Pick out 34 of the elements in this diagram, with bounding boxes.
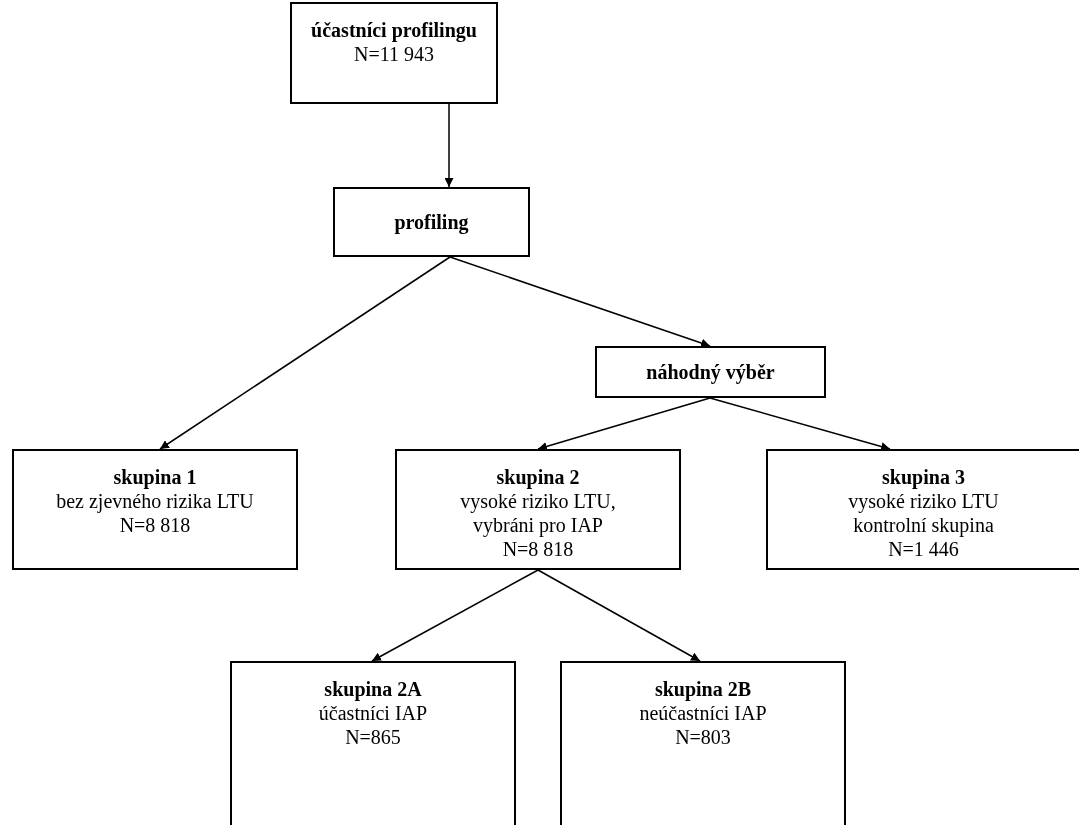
process-box xyxy=(333,187,530,257)
arrow xyxy=(537,569,701,662)
count-text: N=1 446 xyxy=(888,537,959,561)
arrow xyxy=(159,256,451,450)
arrow xyxy=(709,397,891,451)
process-box xyxy=(230,661,516,825)
group-title: skupina 1 xyxy=(113,465,197,489)
arrow xyxy=(444,103,454,188)
description-text: vysoké riziko LTU kontrolní skupina xyxy=(847,489,1000,537)
count-text: N=8 818 xyxy=(502,537,574,561)
step-label: profiling xyxy=(394,210,469,234)
count-text: N=8 818 xyxy=(119,513,191,537)
arrow xyxy=(537,397,711,451)
count-text: N=11 943 xyxy=(354,42,434,66)
description-text: neúčastníci IAP xyxy=(639,701,767,725)
process-box xyxy=(560,661,846,825)
group-title: účastníci profilingu xyxy=(311,18,477,42)
group-title: skupina 2A xyxy=(324,677,422,701)
process-box xyxy=(12,449,298,570)
process-box xyxy=(766,449,1079,570)
process-box xyxy=(595,346,826,398)
step-label: náhodný výběr xyxy=(646,360,775,384)
process-box xyxy=(395,449,681,570)
count-text: N=803 xyxy=(675,725,731,749)
description-text: účastníci IAP xyxy=(318,701,428,725)
group-title: skupina 2 xyxy=(496,465,580,489)
description-text: bez zjevného rizika LTU xyxy=(56,489,254,513)
description-text: vysoké riziko LTU, vybráni pro IAP xyxy=(459,489,617,537)
group-title: skupina 3 xyxy=(882,465,965,489)
arrow xyxy=(449,256,711,348)
group-title: skupina 2B xyxy=(654,677,752,701)
count-text: N=865 xyxy=(345,725,401,749)
arrow xyxy=(371,569,539,662)
process-box xyxy=(290,2,498,104)
